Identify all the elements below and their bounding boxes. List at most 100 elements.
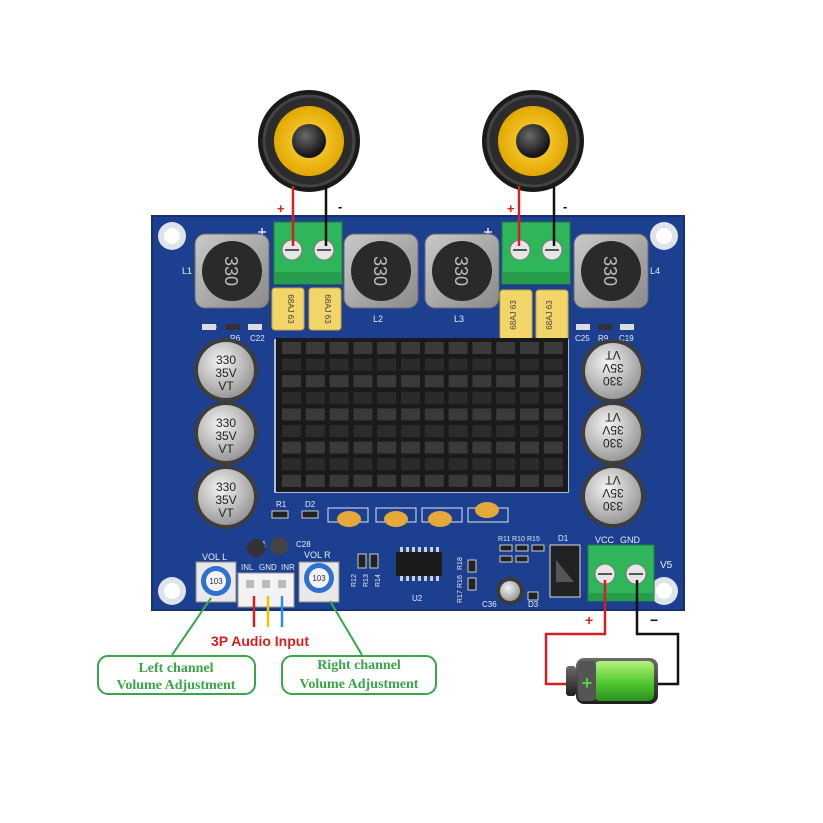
label-r1: R1 [276, 500, 287, 509]
heatsink-fin [448, 458, 468, 471]
speaker-right [482, 90, 584, 192]
heatsink-fin [401, 342, 420, 354]
label-c22: C22 [250, 334, 265, 343]
battery-plus-symbol: + [582, 673, 593, 693]
electrolytic-capacitor: 330 35V VT [581, 464, 645, 528]
heatsink-fin [401, 358, 420, 371]
chip-pin [430, 576, 433, 581]
heatsink-fin [448, 474, 468, 487]
heatsink-fin [520, 342, 539, 354]
volume-potentiometer-left[interactable]: 103 [195, 561, 237, 603]
cap-voltage: 35V [215, 493, 236, 507]
heatsink-fin [353, 458, 373, 471]
heatsink-fin [448, 375, 468, 388]
label-l4: L4 [650, 266, 660, 276]
cap-voltage: 35V [215, 366, 236, 380]
audio-input-connector[interactable] [237, 572, 295, 608]
label-c25: C25 [575, 334, 590, 343]
cap-value: 330 [216, 480, 236, 494]
chip-pin [424, 576, 427, 581]
mounting-hole-bottom-left [158, 577, 186, 605]
inductor-value: 330 [451, 256, 471, 286]
power-terminal[interactable] [587, 544, 655, 602]
heatsink-fin [282, 474, 301, 487]
label-d3: D3 [528, 600, 539, 609]
mounting-hole-bottom-right [650, 577, 678, 605]
heatsink-fin [353, 375, 373, 388]
heatsink-fin [520, 474, 539, 487]
film-capacitor: 68AJ 63 [535, 289, 569, 341]
heatsink-fin [282, 375, 301, 388]
heatsink-fin [305, 474, 325, 487]
heatsink-fin [282, 425, 301, 437]
heatsink-fin [282, 441, 301, 454]
electrolytic-capacitor: 330 35V VT [581, 401, 645, 465]
heatsink-fin [401, 425, 420, 437]
cap-value: 330 [603, 436, 623, 450]
chip-u2 [396, 547, 442, 581]
cap-series: VT [605, 473, 621, 487]
left-volume-line2: Volume Adjustment [117, 678, 236, 693]
heatsink-fin [520, 358, 539, 371]
electrolytic-capacitor: 330 35V VT [194, 465, 258, 529]
heatsink-fin [424, 408, 444, 421]
left-volume-pointer [171, 597, 212, 656]
label-r14: R14 [375, 574, 382, 587]
cap-voltage: 35V [602, 361, 623, 375]
heatsink-fin [543, 358, 563, 371]
heatsink-fin [496, 474, 516, 487]
chip-pin [412, 576, 415, 581]
heatsink-fin [424, 342, 444, 354]
label-vcc: VCC [595, 535, 615, 545]
heatsink-fin [329, 408, 349, 421]
heatsink-fin [543, 391, 563, 404]
heatsink-fin [305, 458, 325, 471]
volume-potentiometer-right[interactable]: 103 [298, 561, 340, 603]
label-d2: D2 [305, 500, 316, 509]
inductor-l1: 330 [194, 233, 270, 309]
heatsink-fin [424, 474, 444, 487]
label-c19: C19 [619, 334, 634, 343]
chip-pin [406, 547, 409, 552]
electrolytic-capacitor: 330 35V VT [194, 338, 258, 402]
speaker-terminal-right[interactable] [501, 221, 571, 285]
right-volume-line2: Volume Adjustment [300, 677, 419, 692]
heatsink-fin [543, 342, 563, 354]
diode-d1 [549, 544, 581, 598]
heatsink-fin [520, 441, 539, 454]
heatsink-fin [353, 391, 373, 404]
heatsink-fin [329, 474, 349, 487]
heatsink-fin [543, 425, 563, 437]
cap-value: 330 [603, 374, 623, 388]
heatsink-fin [448, 408, 468, 421]
audio-input-wires [252, 596, 284, 627]
chip-pin [436, 547, 439, 552]
inductor-value: 330 [221, 256, 241, 286]
heatsink-fin [496, 408, 516, 421]
power-wire-negative [635, 580, 680, 686]
heatsink-fin [305, 408, 325, 421]
inductor-l3: 330 [424, 233, 500, 309]
label-r13: R13 [363, 574, 370, 587]
heatsink-fin [401, 458, 420, 471]
heatsink-fin [377, 342, 397, 354]
heatsink-fin [329, 375, 349, 388]
heatsink-fin [401, 375, 420, 388]
cap-value: 330 [216, 416, 236, 430]
chip-pin [406, 576, 409, 581]
chip-pin [436, 576, 439, 581]
heatsink-fin [424, 358, 444, 371]
heatsink-fin [496, 425, 516, 437]
heatsink-fin [353, 474, 373, 487]
pot-value: 103 [209, 577, 223, 586]
heatsink-fin [329, 358, 349, 371]
heatsink-fin [472, 458, 492, 471]
label-r18: R18 [457, 557, 464, 570]
heatsink-fin [520, 425, 539, 437]
heatsink-fin [472, 425, 492, 437]
heatsink-fin [520, 375, 539, 388]
cap-series: VT [218, 506, 234, 520]
heatsink-fin [448, 391, 468, 404]
speaker-terminal-left[interactable] [273, 221, 343, 285]
heatsink-fin [543, 441, 563, 454]
